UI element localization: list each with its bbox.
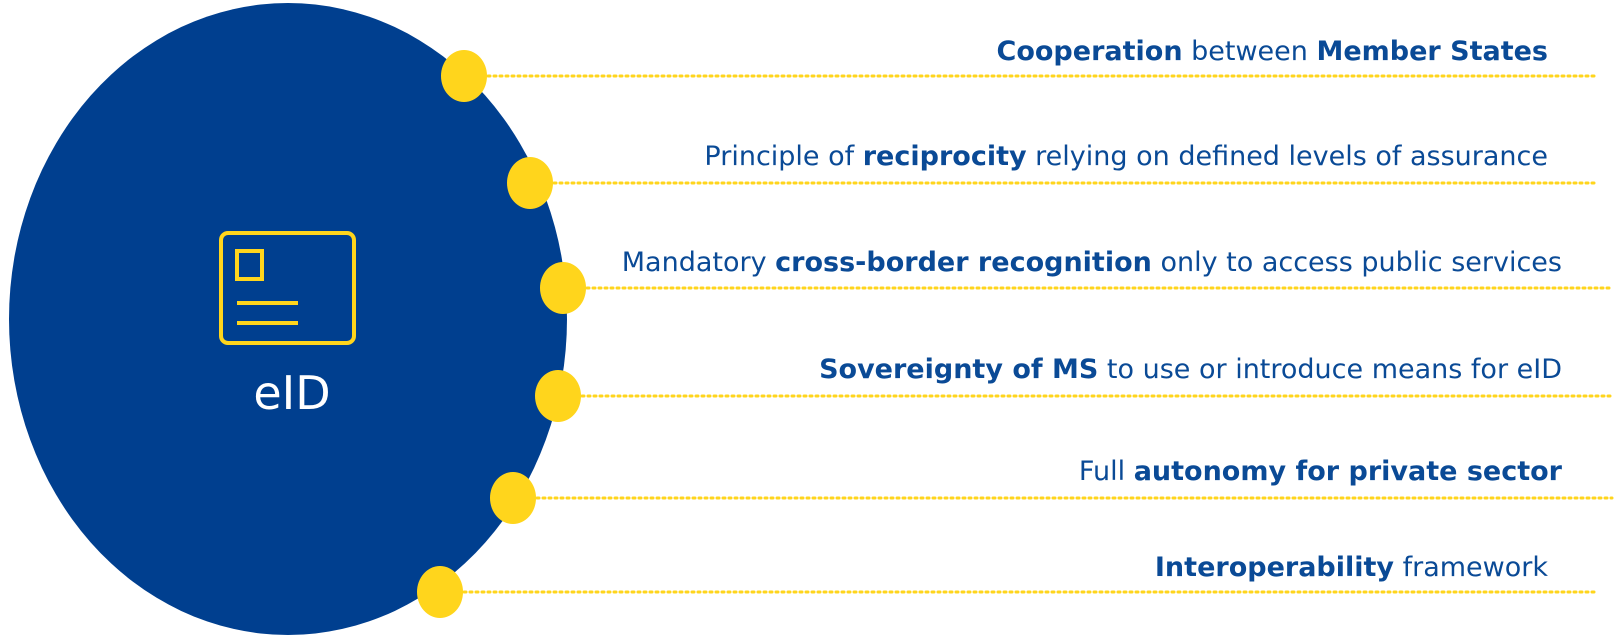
principle-label: Cooperation between Member States [997, 37, 1548, 67]
principle-text: Full [1078, 456, 1134, 487]
principle-label: Sovereignty of MS to use or introduce me… [819, 355, 1562, 385]
principle-text: only to access public services [1151, 247, 1562, 278]
bullet-dot [535, 370, 581, 422]
principle-text-bold: reciprocity [862, 141, 1027, 172]
principle-label: Mandatory cross-border recognition only … [622, 248, 1562, 278]
bullet-dot [540, 262, 586, 314]
principle-text: Mandatory [621, 247, 776, 278]
principle-text-bold: cross-border recognition [775, 247, 1152, 278]
eid-circle [9, 3, 567, 635]
principle-text: relying on defined levels of assurance [1026, 141, 1548, 172]
principle-text-bold: Member States [1316, 36, 1548, 67]
principle-text: between [1182, 36, 1317, 67]
eid-label: eID [253, 366, 331, 420]
bullet-dot [507, 157, 553, 209]
principle-text-bold: Interoperability [1154, 552, 1395, 583]
principle-text: Principle of [704, 141, 863, 172]
principle-text: framework [1394, 552, 1548, 583]
principle-label: Full autonomy for private sector [1079, 457, 1562, 487]
principle-label: Interoperability framework [1155, 553, 1548, 583]
bullet-dot [441, 50, 487, 102]
principle-text-bold: Sovereignty of MS [819, 354, 1099, 385]
principle-text-bold: Cooperation [996, 36, 1183, 67]
principle-label: Principle of reciprocity relying on defi… [704, 142, 1548, 172]
id-card-icon [219, 231, 356, 345]
bullet-dot [490, 472, 536, 524]
bullet-dot [417, 566, 463, 618]
principle-text: to use or introduce means for eID [1098, 354, 1562, 385]
principle-text-bold: autonomy for private sector [1133, 456, 1562, 487]
